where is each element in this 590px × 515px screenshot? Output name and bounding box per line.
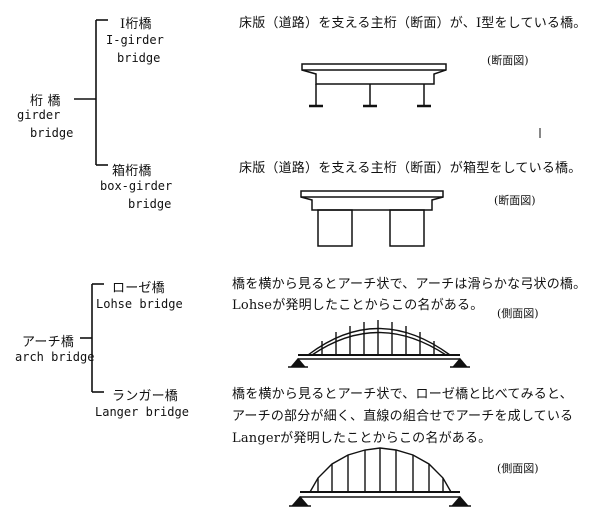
- i-girder-name-en-2: bridge: [117, 51, 161, 65]
- box-girder-section-drawing: [300, 190, 444, 247]
- lohse-description-line-1: 橋を横から見るとアーチ状で、アーチは滑らかな弓状の橋。: [232, 277, 587, 292]
- girder-bridge-label-en-2: bridge: [30, 126, 74, 140]
- i-girder-section-drawing: [301, 63, 541, 138]
- girder-bridge-label-en-1: girder: [17, 108, 61, 122]
- i-girder-caption: (断面図): [487, 54, 529, 67]
- box-girder-name-en-2: bridge: [128, 197, 172, 211]
- i-girder-name-jp: I桁橋: [120, 17, 152, 32]
- lohse-name-en: Lohse bridge: [96, 297, 183, 311]
- arch-bridge-label-en: arch bridge: [15, 350, 95, 364]
- i-girder-description: 床版（道路）を支える主桁（断面）が、I型をしている橋。: [239, 16, 587, 31]
- langer-name-jp: ランガー橋: [112, 389, 179, 404]
- box-girder-caption: (断面図): [494, 194, 536, 207]
- langer-name-en: Langer bridge: [95, 405, 189, 419]
- langer-description-line-3: Langerが発明したことからこの名がある。: [232, 431, 492, 446]
- langer-caption: (側面図): [497, 462, 539, 475]
- langer-description-line-1: 橋を横から見るとアーチ状で、ローゼ橋と比べてみると、: [232, 387, 573, 402]
- box-girder-name-jp: 箱桁橋: [112, 164, 152, 179]
- langer-bridge-side-drawing: [289, 447, 471, 507]
- i-girder-name-en-1: I-girder: [106, 33, 164, 47]
- lohse-caption: (側面図): [497, 307, 539, 320]
- lohse-description-line-2: Lohseが発明したことからこの名がある。: [232, 298, 484, 313]
- box-girder-name-en-1: box-girder: [100, 179, 173, 193]
- lohse-bridge-side-drawing: [288, 320, 470, 368]
- box-girder-description: 床版（道路）を支える主桁（断面）が箱型をしている橋。: [239, 161, 582, 176]
- girder-bridge-label-jp: 桁 橋: [30, 94, 61, 109]
- arch-bridge-label-jp: アーチ橋: [22, 335, 75, 350]
- langer-description-line-2: アーチの部分が細く、直線の組合せでアーチを成している: [232, 409, 574, 424]
- lohse-name-jp: ローゼ橋: [112, 281, 165, 296]
